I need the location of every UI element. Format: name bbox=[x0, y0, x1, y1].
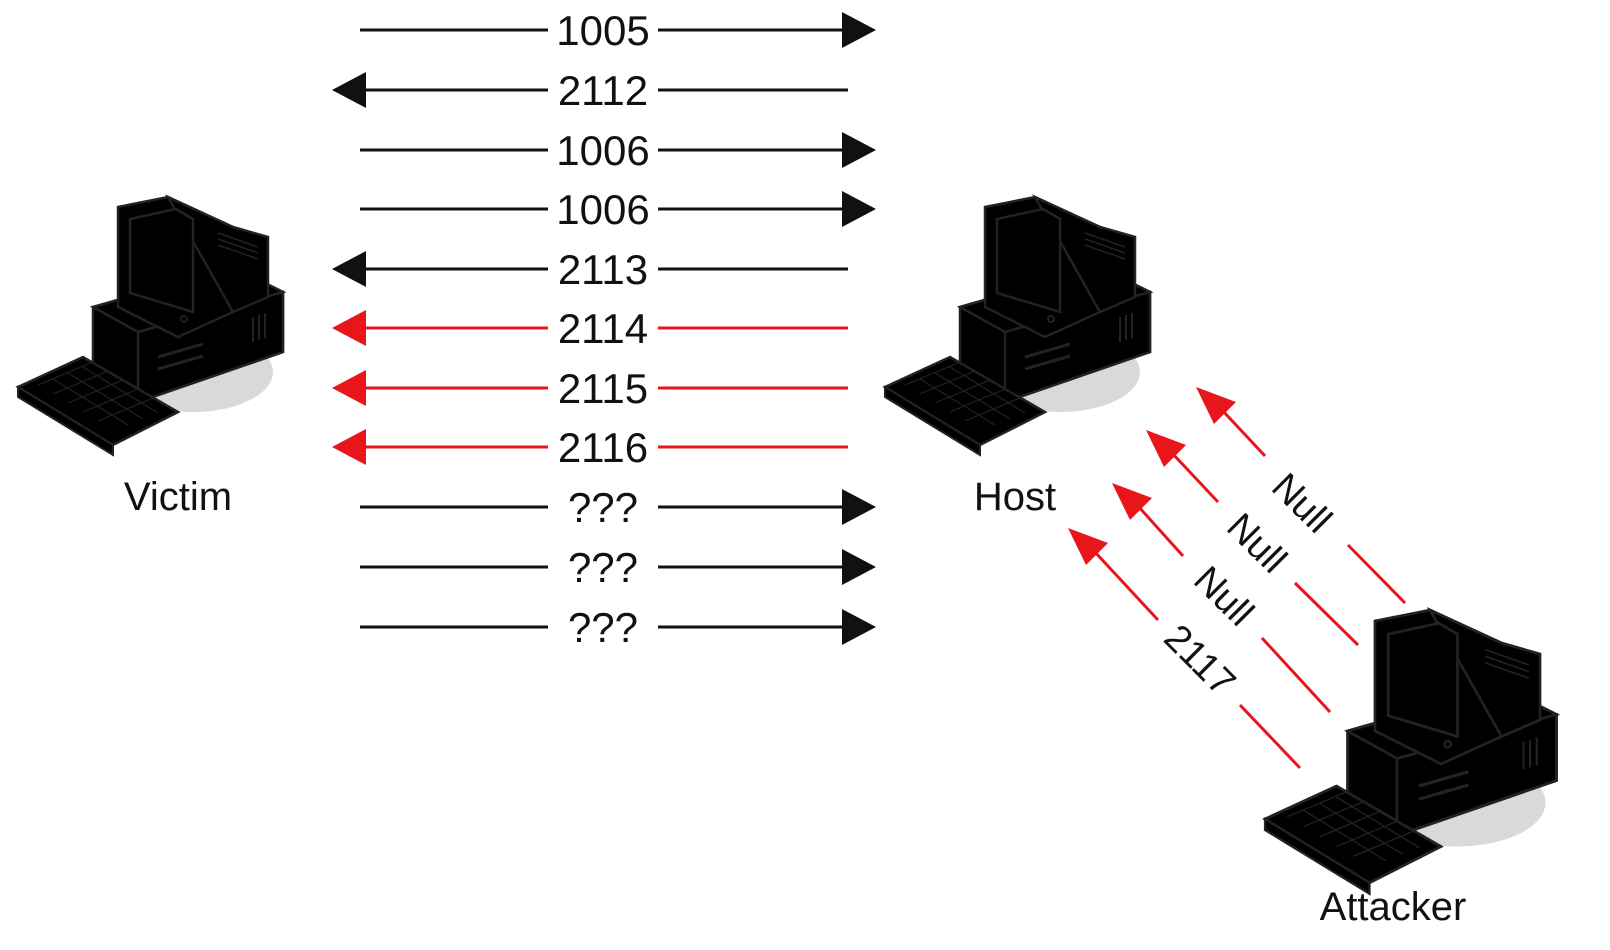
flow-label: 1005 bbox=[556, 7, 649, 54]
flow-label: 2115 bbox=[558, 365, 648, 412]
attacker-label: Attacker bbox=[1320, 885, 1467, 929]
flow-arrow: 1005 bbox=[360, 7, 876, 54]
flow-arrow: 2115 bbox=[332, 365, 848, 412]
attacker-flow-arrows: Null Null Null 2117 bbox=[1068, 387, 1407, 770]
flow-arrow: 2112 bbox=[332, 67, 848, 114]
flow-arrow: 1006 bbox=[360, 186, 876, 233]
victim-label: Victim bbox=[124, 475, 232, 519]
flow-label: 2116 bbox=[558, 424, 648, 471]
flow-label: ??? bbox=[568, 484, 638, 531]
attacker-flow-label: Null bbox=[1185, 559, 1261, 635]
victim-computer-icon bbox=[16, 195, 285, 457]
flow-label: 1006 bbox=[556, 127, 649, 174]
attacker-flow-label: Null bbox=[1263, 466, 1339, 542]
attacker-flow-label: Null bbox=[1218, 506, 1294, 582]
flow-label: ??? bbox=[568, 544, 638, 591]
flow-label: 2112 bbox=[558, 67, 648, 114]
flow-label: 2114 bbox=[558, 305, 648, 352]
flow-arrow: 2116 bbox=[332, 424, 848, 471]
attacker-computer-icon bbox=[1263, 608, 1559, 896]
flow-arrow: ??? bbox=[360, 484, 876, 531]
host-label: Host bbox=[974, 475, 1056, 519]
flow-arrow: ??? bbox=[360, 604, 876, 651]
flow-label: 1006 bbox=[556, 186, 649, 233]
flow-arrow: ??? bbox=[360, 544, 876, 591]
flow-arrow: 2114 bbox=[332, 305, 848, 352]
flow-arrows: 1005 2112 1006 1006 2113 bbox=[332, 7, 876, 651]
flow-arrow: 1006 bbox=[360, 127, 876, 174]
flow-arrow: 2113 bbox=[332, 246, 848, 293]
flow-label: 2113 bbox=[558, 246, 648, 293]
flow-label: ??? bbox=[568, 604, 638, 651]
host-computer-icon bbox=[883, 195, 1152, 457]
